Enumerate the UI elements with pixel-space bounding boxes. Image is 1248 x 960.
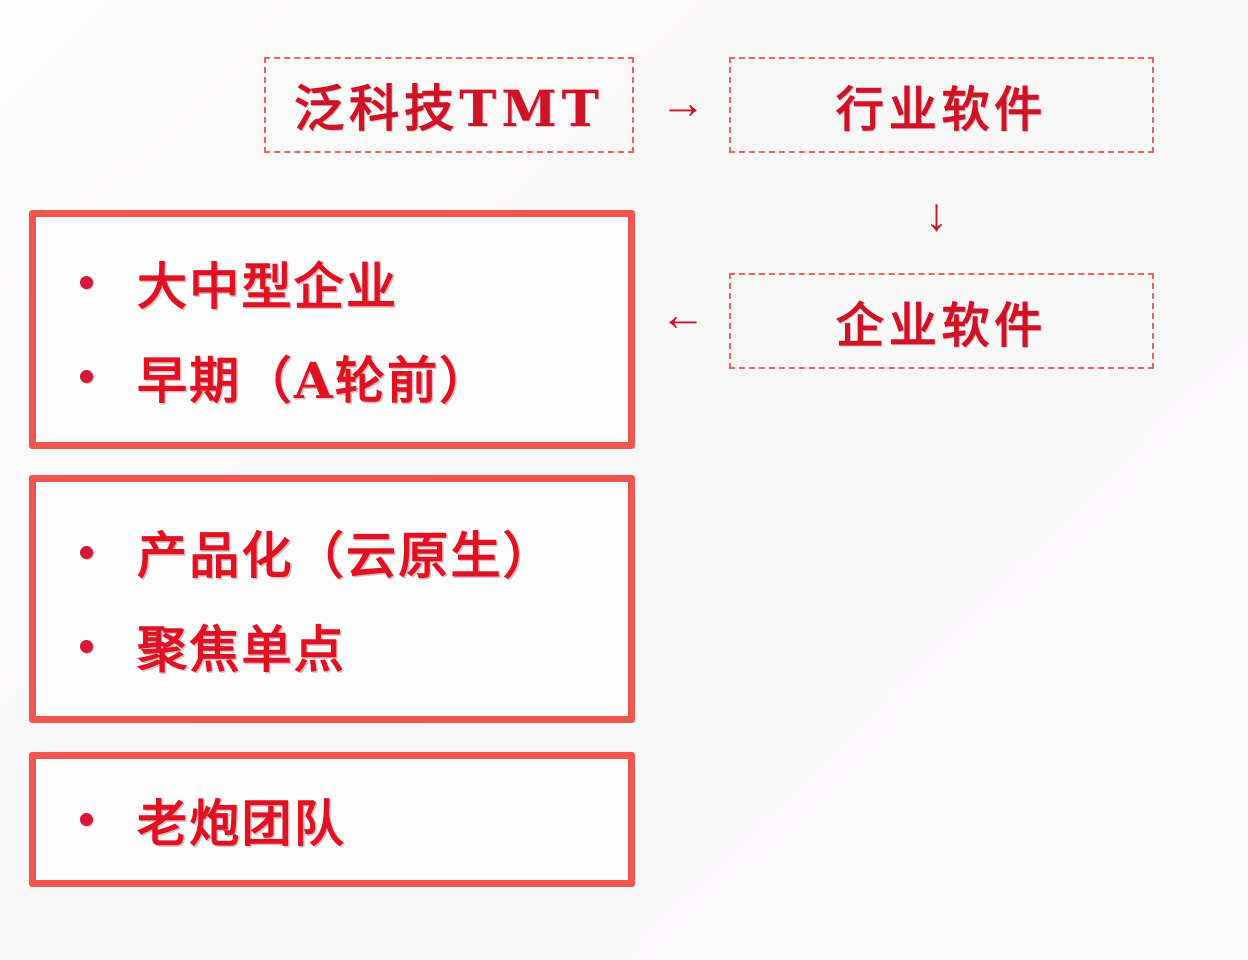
list-item: 聚焦单点	[80, 610, 628, 682]
list-item: 早期（A轮前）	[80, 341, 628, 413]
bullet-dot-icon	[80, 276, 93, 289]
criteria-box-team[interactable]: 老炮团队	[29, 752, 635, 887]
concept-box-industry-software-label: 行业软件	[835, 82, 1048, 138]
criteria-item-label: 老炮团队	[137, 793, 346, 853]
arrow-left-icon: ←	[660, 289, 706, 340]
list-item: 老炮团队	[80, 784, 628, 856]
concept-box-enterprise-software[interactable]: 企业软件	[729, 273, 1154, 369]
concept-box-tmt-label: 泛科技TMT	[294, 79, 604, 138]
concept-box-industry-software[interactable]: 行业软件	[729, 57, 1154, 153]
bullet-dot-icon	[80, 370, 93, 383]
criteria-box-company-stage[interactable]: 大中型企业 早期（A轮前）	[29, 210, 635, 449]
bullet-dot-icon	[80, 545, 93, 559]
concept-box-enterprise-software-label: 企业软件	[835, 298, 1048, 354]
list-item: 大中型企业	[80, 247, 628, 319]
arrow-right-icon: →	[660, 77, 706, 128]
criteria-item-label: 大中型企业	[137, 256, 399, 316]
list-item: 产品化（云原生）	[80, 516, 628, 588]
criteria-item-label: 产品化（云原生）	[137, 526, 555, 585]
bullet-dot-icon	[80, 813, 93, 826]
criteria-box-product-focus[interactable]: 产品化（云原生） 聚焦单点	[29, 475, 635, 723]
criteria-item-label: 早期（A轮前）	[137, 350, 492, 410]
criteria-item-label: 聚焦单点	[137, 620, 346, 679]
concept-box-tmt[interactable]: 泛科技TMT	[264, 57, 634, 153]
bullet-dot-icon	[80, 639, 93, 653]
arrow-down-icon: ↓	[925, 189, 948, 240]
